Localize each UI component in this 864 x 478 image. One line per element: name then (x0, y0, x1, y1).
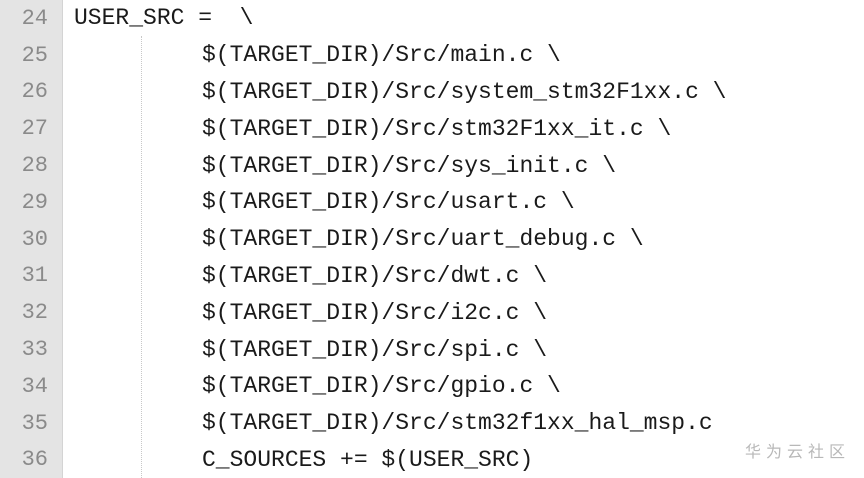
line-code: $(TARGET_DIR)/Src/system_stm32F1xx.c \ (202, 78, 727, 105)
line-code: $(TARGET_DIR)/Src/gpio.c \ (202, 373, 561, 400)
line-number: 29 (21, 189, 48, 215)
line-number: 30 (21, 226, 48, 252)
line-number: 27 (21, 116, 48, 142)
code-line-27[interactable]: 27 $(TARGET_DIR)/Src/stm32F1xx_it.c \ (0, 110, 864, 147)
line-number: 28 (21, 153, 48, 179)
code-line-32[interactable]: 32 $(TARGET_DIR)/Src/i2c.c \ (0, 294, 864, 331)
code-line-36[interactable]: 36 C_SOURCES += $(USER_SRC) (0, 442, 864, 478)
code-line-34[interactable]: 34 $(TARGET_DIR)/Src/gpio.c \ (0, 368, 864, 405)
line-number-gutter (0, 0, 63, 478)
indent-guide (141, 36, 142, 478)
code-line-24[interactable]: 24 USER_SRC = \ (0, 0, 864, 37)
line-code: $(TARGET_DIR)/Src/i2c.c \ (202, 299, 548, 326)
code-line-29[interactable]: 29 $(TARGET_DIR)/Src/usart.c \ (0, 184, 864, 221)
line-code: $(TARGET_DIR)/Src/stm32f1xx_hal_msp.c (202, 410, 713, 437)
line-number: 36 (21, 447, 48, 473)
code-line-35[interactable]: 35 $(TARGET_DIR)/Src/stm32f1xx_hal_msp.c (0, 405, 864, 442)
line-number: 32 (21, 300, 48, 326)
line-code: $(TARGET_DIR)/Src/uart_debug.c \ (202, 226, 644, 253)
line-code: $(TARGET_DIR)/Src/sys_init.c \ (202, 152, 617, 179)
line-number: 26 (21, 79, 48, 105)
line-code: $(TARGET_DIR)/Src/spi.c \ (202, 336, 548, 363)
line-number: 33 (21, 337, 48, 363)
code-line-30[interactable]: 30 $(TARGET_DIR)/Src/uart_debug.c \ (0, 221, 864, 258)
line-number: 34 (21, 373, 48, 399)
code-line-33[interactable]: 33 $(TARGET_DIR)/Src/spi.c \ (0, 331, 864, 368)
line-number: 24 (21, 5, 48, 31)
watermark: 华为云社区 (744, 442, 850, 461)
code-line-26[interactable]: 26 $(TARGET_DIR)/Src/system_stm32F1xx.c … (0, 74, 864, 111)
line-code: C_SOURCES += $(USER_SRC) (202, 446, 534, 473)
line-number: 35 (21, 410, 48, 436)
line-code: $(TARGET_DIR)/Src/main.c \ (202, 42, 561, 69)
code-line-31[interactable]: 31 $(TARGET_DIR)/Src/dwt.c \ (0, 258, 864, 295)
line-code: $(TARGET_DIR)/Src/stm32F1xx_it.c \ (202, 115, 672, 142)
line-number: 25 (21, 42, 48, 68)
line-code: $(TARGET_DIR)/Src/usart.c \ (202, 189, 575, 216)
code-line-25[interactable]: 25 $(TARGET_DIR)/Src/main.c \ (0, 37, 864, 74)
code-line-28[interactable]: 28 $(TARGET_DIR)/Src/sys_init.c \ (0, 147, 864, 184)
line-number: 31 (21, 263, 48, 289)
line-code: USER_SRC = \ (74, 5, 254, 32)
line-code: $(TARGET_DIR)/Src/dwt.c \ (202, 262, 548, 289)
